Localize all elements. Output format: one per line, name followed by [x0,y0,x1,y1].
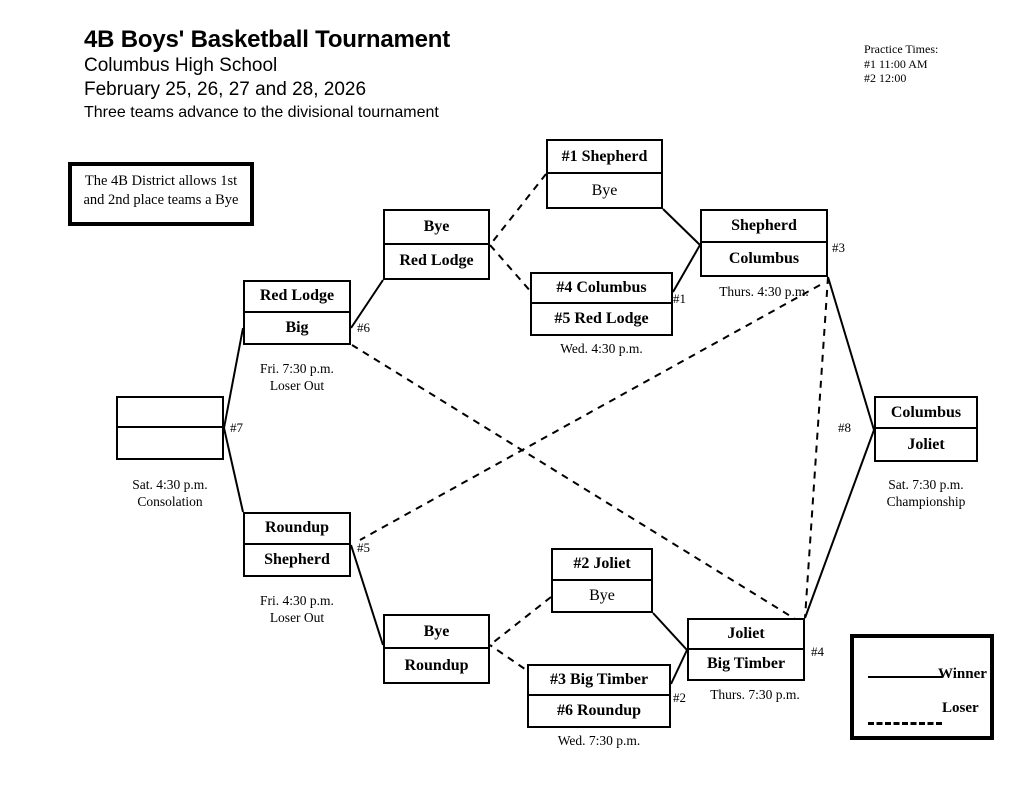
dates-text: February 25, 26, 27 and 28, 2026 [84,79,367,100]
game-6-top: Red Lodge [245,282,349,313]
game-2-bottom: #6 Roundup [556,702,642,719]
matchup-seed2-top: #2 Joliet [553,550,651,581]
line-winner-seed2-to-g4 [652,612,688,651]
game-5-caption: Fri. 4:30 p.m. Loser Out [231,592,363,626]
game-6-number: #6 [357,320,370,335]
game-6-caption-line-2: Loser Out [269,378,325,393]
line-winner-g2-to-g4 [670,649,688,685]
practice-times: Practice Times: #1 11:00 AM #2 12:00 [864,42,938,86]
game-5-caption-line-1: Fri. 4:30 p.m. [260,593,334,608]
game-4[interactable]: Joliet Big Timber [687,618,805,681]
practice-time-2: #2 12:00 [864,71,907,85]
line-loser-seed2-to-lblower [489,596,552,646]
game-5-caption-line-2: Loser Out [269,610,325,625]
game-7[interactable] [116,396,224,460]
matchup-lb-lower-top: Bye [385,616,488,649]
page-title: 4B Boys' Basketball Tournament [84,26,451,53]
game-5-top: Roundup [245,514,349,545]
game-2[interactable]: #3 Big Timber #6 Roundup [527,664,671,728]
venue-text: Columbus High School [84,55,278,76]
line-loser-seed1-to-lbupper [489,173,547,246]
game-1-top: #4 Columbus [532,274,671,304]
practice-time-1: #1 11:00 AM [864,56,928,71]
game-2-top: #3 Big Timber [529,666,669,696]
legend-loser-line-icon [868,722,942,725]
game-6[interactable]: Red Lodge Big [243,280,351,345]
game-2-number: #2 [673,690,686,705]
game-3-bottom: Columbus [728,250,800,267]
game-4-caption: Thurs. 7:30 p.m. [710,687,800,702]
line-loser-g3-down [804,276,829,619]
game-7-bottom [118,428,222,458]
legend-loser-label: Loser [942,700,979,716]
page-header: 4B Boys' Basketball Tournament Columbus … [84,26,450,124]
line-winner-g4-to-g8 [804,429,875,619]
game-5-number: #5 [357,540,370,555]
game-6-bottom: Big [285,318,309,336]
matchup-seed2-bottom: Bye [589,586,615,604]
game-1-number: #1 [673,291,686,306]
matchup-lb-upper-top: Bye [385,211,488,245]
game-8-number: #8 [838,420,851,435]
game-3-number: #3 [832,240,845,255]
legend-winner-line-icon [868,676,942,678]
game-4-bottom: Big Timber [706,655,786,673]
game-8-caption: Sat. 7:30 p.m. Championship [860,476,992,510]
game-3-caption: Thurs. 4:30 p.m. [719,284,809,299]
game-1-caption: Wed. 4:30 p.m. [560,341,643,356]
practice-times-heading: Practice Times: [864,42,939,56]
game-8-top: Columbus [876,398,976,429]
bye-rule-note: The 4B District allows 1st and 2nd place… [68,162,254,226]
game-7-caption-line-2: Consolation [137,494,203,509]
matchup-seed1[interactable]: #1 Shepherd Bye [546,139,663,209]
game-3-top: Shepherd [702,211,826,243]
matchup-lb-lower-bottom: Roundup [404,656,469,674]
game-1-bottom: #5 Red Lodge [554,310,649,327]
game-6-caption: Fri. 7:30 p.m. Loser Out [231,360,363,394]
bye-rule-line-1: The 4B District allows 1st [84,173,238,189]
game-4-number: #4 [811,644,824,659]
game-8-caption-line-2: Championship [886,494,966,509]
legend-box: Winner Loser [850,634,994,740]
bye-rule-line-2: and 2nd place teams a Bye [83,192,239,208]
game-8-caption-line-1: Sat. 7:30 p.m. [888,477,964,492]
matchup-lb-upper[interactable]: Bye Red Lodge [383,209,490,280]
game-3[interactable]: Shepherd Columbus [700,209,828,277]
game-7-number: #7 [230,420,243,435]
game-4-top: Joliet [689,620,803,650]
matchup-seed2[interactable]: #2 Joliet Bye [551,548,653,613]
game-7-caption-line-1: Sat. 4:30 p.m. [132,477,208,492]
game-6-caption-line-1: Fri. 7:30 p.m. [260,361,334,376]
matchup-seed1-bottom: Bye [591,181,618,199]
game-8[interactable]: Columbus Joliet [874,396,978,462]
matchup-lb-upper-bottom: Red Lodge [399,252,474,270]
line-winner-seed1-to-g3 [662,208,701,246]
matchup-seed1-top: #1 Shepherd [548,141,661,174]
game-2-caption: Wed. 7:30 p.m. [557,733,641,748]
game-5[interactable]: Roundup Shepherd [243,512,351,577]
game-7-caption: Sat. 4:30 p.m. Consolation [104,476,236,510]
game-1[interactable]: #4 Columbus #5 Red Lodge [530,272,673,336]
line-winner-g3-to-g8 [827,276,875,431]
game-8-bottom: Joliet [907,435,945,453]
game-7-top [118,398,222,428]
advance-note: Three teams advance to the divisional to… [84,104,439,121]
legend-winner-label: Winner [938,666,987,682]
matchup-lb-lower[interactable]: Bye Roundup [383,614,490,684]
game-5-bottom: Shepherd [264,550,330,568]
